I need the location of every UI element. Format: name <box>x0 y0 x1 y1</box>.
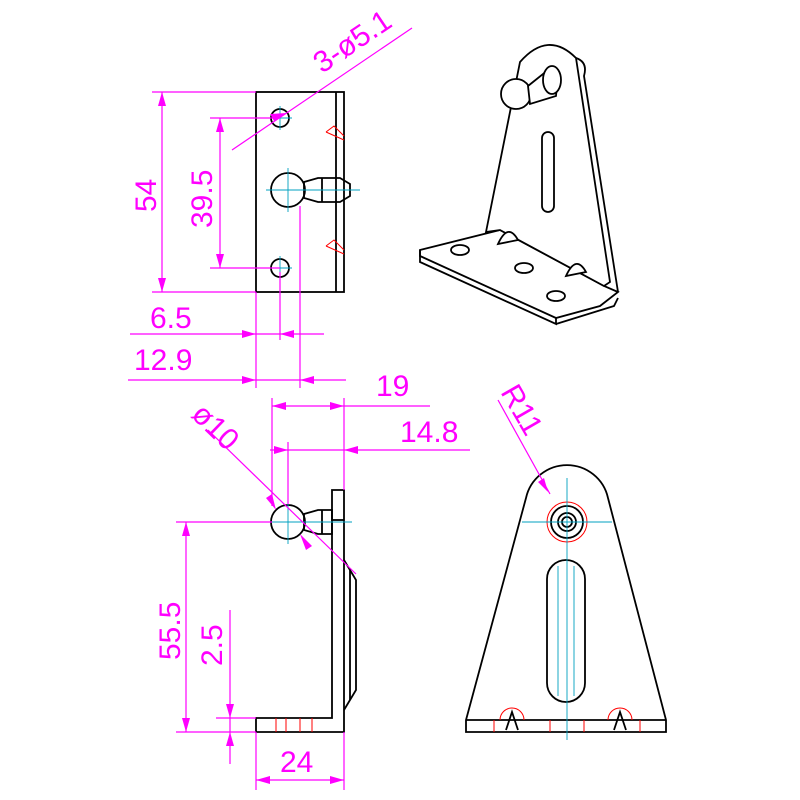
side-view <box>255 489 357 733</box>
bracket-profile <box>255 489 345 733</box>
dim-depth-ball: 14.8 <box>400 416 458 449</box>
dim-hole-spacing: 39.5 <box>186 170 219 228</box>
dim-base-width: 24 <box>280 746 313 779</box>
dim-hole-offset: 6.5 <box>150 302 192 335</box>
dim-top-radius: R11 <box>494 379 549 441</box>
rear-outline <box>465 464 667 733</box>
rear-view: R11 <box>465 379 667 740</box>
isometric-view <box>419 44 620 326</box>
dim-ball-offset: 12.9 <box>134 344 192 377</box>
dim-ball-height: 55.5 <box>154 602 187 660</box>
adjustment-slot <box>546 559 586 703</box>
dim-depth-total: 19 <box>376 370 409 403</box>
front-view <box>255 91 360 293</box>
dim-ball-diameter: ø10 <box>185 397 245 457</box>
dim-height-total: 54 <box>130 179 163 212</box>
dim-thickness: 2.5 <box>196 624 229 666</box>
dimensions-front: 54 39.5 3-ø5.1 6.5 12.9 <box>128 4 413 388</box>
